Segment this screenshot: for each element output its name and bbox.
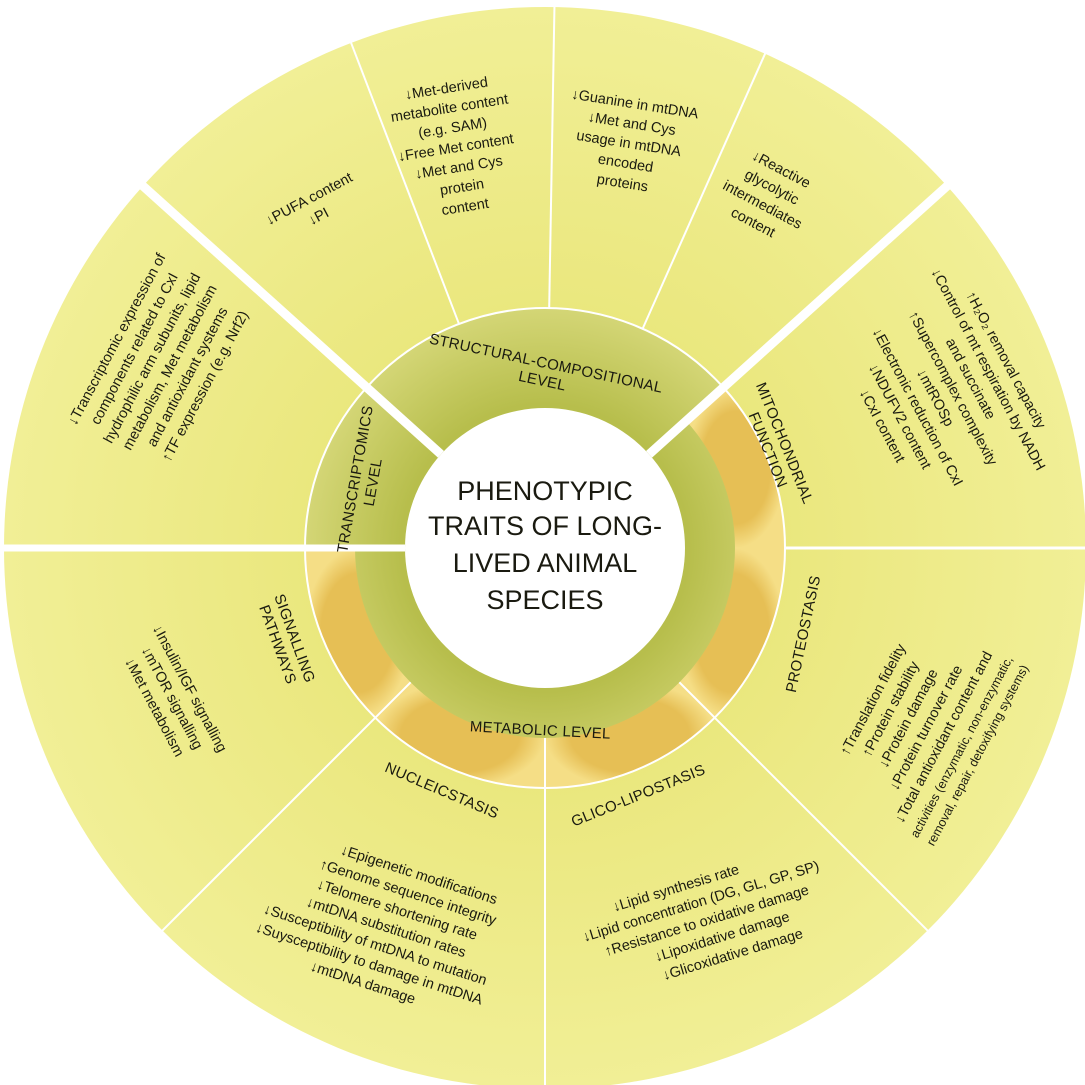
nucleicstasis-band bbox=[375, 682, 545, 788]
glico-lipostasis-band bbox=[545, 682, 715, 788]
divider-transcriptomic-structural bbox=[125, 169, 444, 458]
center-line-1: PHENOTYPIC bbox=[457, 476, 633, 506]
center-line-2: TRAITS OF LONG- bbox=[428, 511, 662, 541]
center-circle bbox=[405, 408, 685, 688]
met-trait-6: protein bbox=[439, 176, 485, 199]
middle-ring-boundary bbox=[304, 307, 786, 789]
center-title: PHENOTYPIC TRAITS OF LONG- LIVED ANIMAL … bbox=[428, 476, 662, 615]
divider-outer-1 bbox=[343, 24, 460, 325]
met-trait-7: content bbox=[440, 196, 489, 219]
divider-structural-mito bbox=[646, 169, 965, 458]
center-line-4: SPECIES bbox=[486, 585, 603, 615]
divider-outer-3 bbox=[641, 36, 774, 330]
inner-category-bands bbox=[305, 387, 785, 788]
divider-outer-2 bbox=[548, 0, 556, 309]
guanine-trait-5: proteins bbox=[596, 172, 649, 196]
proteostasis-band bbox=[679, 548, 785, 718]
divider-outer-6 bbox=[148, 681, 412, 945]
divider-outer-4 bbox=[678, 681, 942, 945]
center-line-3: LIVED ANIMAL bbox=[453, 548, 638, 578]
signalling-band bbox=[305, 548, 411, 718]
mitochondrial-band bbox=[686, 387, 785, 548]
